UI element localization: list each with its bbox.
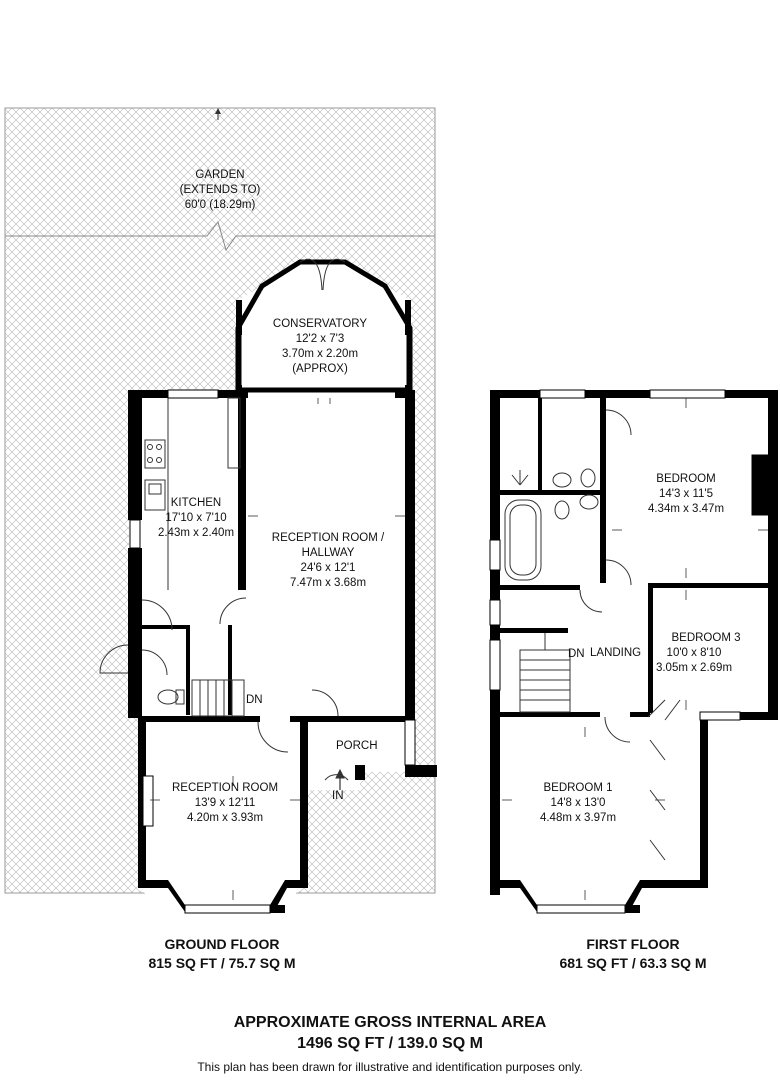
conservatory-outline <box>235 258 413 393</box>
ground-doors <box>99 597 339 753</box>
first-floor-area: 681 SQ FT / 63.3 SQ M <box>559 955 707 971</box>
svg-text:KITCHEN: KITCHEN <box>171 497 221 509</box>
kitchen-fittings <box>144 397 241 590</box>
dimension-ticks <box>150 398 768 900</box>
svg-text:17'10 x 7'10: 17'10 x 7'10 <box>165 512 226 524</box>
ground-floor-title: GROUND FLOOR <box>164 936 280 952</box>
svg-text:2.43m x 2.40m: 2.43m x 2.40m <box>158 527 234 539</box>
svg-text:3.05m x 2.69m: 3.05m x 2.69m <box>656 662 732 674</box>
svg-text:13'9 x 12'11: 13'9 x 12'11 <box>195 797 255 809</box>
svg-text:7.47m x 3.68m: 7.47m x 3.68m <box>290 577 366 589</box>
ground-windows <box>129 389 416 914</box>
svg-text:BEDROOM 3: BEDROOM 3 <box>671 632 740 644</box>
landing-label: LANDING <box>590 647 641 659</box>
svg-text:14'3 x 11'5: 14'3 x 11'5 <box>659 488 713 500</box>
garden-label: GARDEN (EXTENDS TO) 60'0 (18.29m) <box>180 169 261 211</box>
disclaimer-text: This plan has been drawn for illustrativ… <box>197 1060 583 1074</box>
ground-stairs-dn-label: DN <box>246 694 263 706</box>
landing-dn-label: DN <box>568 648 585 660</box>
reception-room-label: RECEPTION ROOM 13'9 x 12'11 4.20m x 3.93… <box>172 782 278 824</box>
ground-floor-area: 815 SQ FT / 75.7 SQ M <box>148 955 296 971</box>
bedroom-label: BEDROOM 14'3 x 11'5 4.34m x 3.47m <box>648 473 724 515</box>
reception-hallway-label: RECEPTION ROOM / HALLWAY 24'6 x 12'1 7.4… <box>272 532 385 589</box>
conservatory-label: CONSERVATORY 12'2 x 7'3 3.70m x 2.20m (A… <box>273 318 367 375</box>
kitchen-label: KITCHEN 17'10 x 7'10 2.43m x 2.40m <box>158 497 234 539</box>
first-floor-walls <box>490 390 778 913</box>
first-floor-title: FIRST FLOOR <box>586 936 680 952</box>
svg-text:14'8 x 13'0: 14'8 x 13'0 <box>551 797 606 809</box>
svg-text:10'0 x 8'10: 10'0 x 8'10 <box>667 647 722 659</box>
porch-label: PORCH <box>336 740 378 752</box>
svg-text:GARDEN: GARDEN <box>195 169 244 181</box>
svg-text:4.48m x 3.97m: 4.48m x 3.97m <box>540 812 616 824</box>
entrance-label: IN <box>332 790 344 802</box>
bedroom3-label: BEDROOM 3 10'0 x 8'10 3.05m x 2.69m <box>656 632 741 674</box>
porch-door <box>324 768 349 790</box>
svg-text:4.34m x 3.47m: 4.34m x 3.47m <box>648 503 724 515</box>
svg-text:RECEPTION ROOM: RECEPTION ROOM <box>172 782 278 794</box>
gross-area-title: APPROXIMATE GROSS INTERNAL AREA <box>233 1014 547 1031</box>
ground-floor-walls <box>128 300 437 913</box>
ground-floor-caption: GROUND FLOOR 815 SQ FT / 75.7 SQ M <box>122 935 322 973</box>
bathroom-fixtures <box>504 468 599 581</box>
first-doors <box>519 409 681 861</box>
gross-area-value: 1496 SQ FT / 139.0 SQ M <box>297 1035 483 1052</box>
svg-text:24'6 x 12'1: 24'6 x 12'1 <box>301 562 356 574</box>
svg-text:BEDROOM 1: BEDROOM 1 <box>543 782 612 794</box>
ground-stairs <box>157 679 245 717</box>
svg-text:4.20m x 3.93m: 4.20m x 3.93m <box>187 812 263 824</box>
svg-text:(APPROX): (APPROX) <box>292 363 348 375</box>
svg-text:60'0 (18.29m): 60'0 (18.29m) <box>185 199 256 211</box>
svg-text:BEDROOM: BEDROOM <box>656 473 715 485</box>
bedroom1-label: BEDROOM 1 14'8 x 13'0 4.48m x 3.97m <box>540 782 616 824</box>
svg-text:12'2 x 7'3: 12'2 x 7'3 <box>296 333 345 345</box>
svg-text:(EXTENDS TO): (EXTENDS TO) <box>180 184 261 196</box>
svg-text:HALLWAY: HALLWAY <box>302 547 355 559</box>
svg-text:CONSERVATORY: CONSERVATORY <box>273 318 367 330</box>
first-floor-caption: FIRST FLOOR 681 SQ FT / 63.3 SQ M <box>533 935 733 973</box>
svg-text:RECEPTION ROOM /: RECEPTION ROOM / <box>272 532 385 544</box>
first-windows <box>489 389 769 914</box>
svg-text:3.70m x 2.20m: 3.70m x 2.20m <box>282 348 358 360</box>
